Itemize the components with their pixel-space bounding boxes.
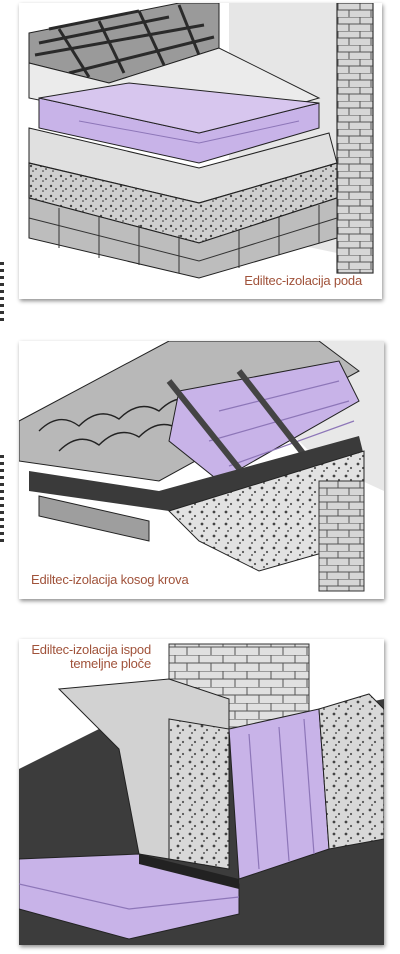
foundation-insulation-illustration — [19, 639, 384, 945]
floor-insulation-panel: Ediltec-izolacija poda — [19, 3, 382, 299]
floor-insulation-caption: Ediltec-izolacija poda — [244, 273, 362, 288]
foundation-insulation-caption: Ediltec-izolacija ispod temeljne ploče — [31, 642, 151, 671]
floor-insulation-illustration — [19, 3, 382, 299]
page-edge-marks — [0, 455, 4, 545]
foundation-insulation-panel: Ediltec-izolacija ispod temeljne ploče — [19, 639, 384, 945]
roof-insulation-illustration — [19, 341, 384, 599]
roof-insulation-caption: Ediltec-izolacija kosog krova — [31, 572, 189, 587]
roof-insulation-panel: Ediltec-izolacija kosog krova — [19, 341, 384, 599]
page-edge-marks — [0, 262, 4, 322]
